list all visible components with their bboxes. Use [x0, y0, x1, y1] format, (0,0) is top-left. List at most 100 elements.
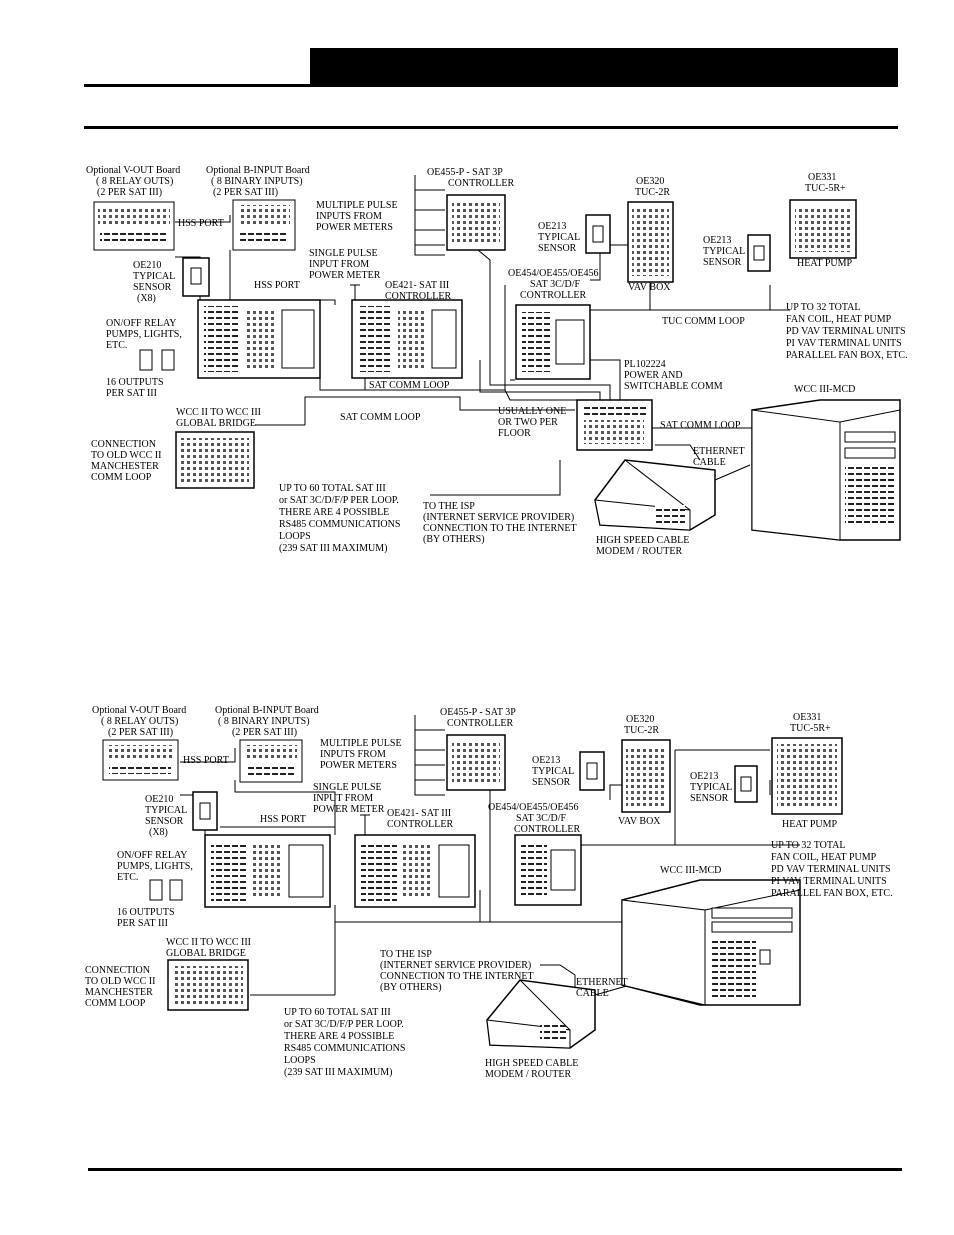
label-line: (2 PER SAT III) — [108, 727, 173, 738]
hss-port-label: HSS PORT — [254, 280, 300, 291]
label-line: FLOOR — [498, 428, 531, 439]
label-line: ETC. — [117, 872, 138, 883]
oe210-sensor-image — [192, 791, 218, 831]
relay-image — [149, 879, 183, 901]
label-line: CABLE — [576, 988, 609, 999]
label-line: (239 SAT III MAXIMUM) — [279, 543, 387, 554]
label-line: POWER METER — [309, 270, 381, 281]
wcc-mcd-label: WCC III-MCD — [660, 865, 721, 876]
label-line: SAT 3C/D/F — [516, 813, 567, 824]
wcc-mcd-computer-image — [621, 879, 801, 1006]
label-line: SENSOR — [145, 816, 184, 827]
sat-iii-panel-image — [204, 834, 331, 908]
diagram-labels: Optional V-OUT Board( 8 RELAY OUTS)(2 PE… — [86, 165, 908, 557]
label-line: TYPICAL — [133, 271, 175, 282]
section-rule — [84, 126, 898, 129]
modem-router-image — [594, 459, 716, 531]
label-line: INPUT FROM — [309, 259, 369, 270]
label-line: OE213 — [690, 771, 718, 782]
vav-box-label: VAV BOX — [628, 282, 671, 293]
sat-comm-loop-label: SAT COMM LOOP — [340, 412, 421, 423]
label-line: ETC. — [106, 340, 127, 351]
label-line: (2 PER SAT III) — [232, 727, 297, 738]
label-line: (INTERNET SERVICE PROVIDER) — [380, 960, 531, 971]
label-line: OE421- SAT III — [387, 808, 451, 819]
oe213-sensor-image — [747, 234, 771, 272]
label-line: COMM LOOP — [91, 472, 152, 483]
oe455p-controller-image — [446, 194, 506, 251]
oe454-controller-image — [515, 304, 591, 380]
label-line: PD VAV TERMINAL UNITS — [786, 326, 906, 337]
label-line: POWER METERS — [320, 760, 397, 771]
label-line: MANCHESTER — [85, 987, 153, 998]
label-line: SENSOR — [538, 243, 577, 254]
label-line: SAT 3C/D/F — [530, 279, 581, 290]
sat-iii-panel-image — [197, 299, 321, 379]
b-input-board-image — [232, 199, 296, 251]
label-line: or SAT 3C/D/F/P PER LOOP. — [284, 1019, 404, 1030]
label-line: THERE ARE 4 POSSIBLE — [279, 507, 389, 518]
label-line: MANCHESTER — [91, 461, 159, 472]
label-line: TYPICAL — [538, 232, 580, 243]
label-line: TYPICAL — [703, 246, 745, 257]
label-line: or SAT 3C/D/F/P PER LOOP. — [279, 495, 399, 506]
svg-text:TO THE ISP(INTERNET SERVICE PR: TO THE ISP(INTERNET SERVICE PROVIDER)CON… — [423, 501, 577, 545]
label-line: PARALLEL FAN BOX, ETC. — [786, 350, 908, 361]
label-line: TUC-2R — [635, 187, 670, 198]
label-line: UP TO 32 TOTAL — [771, 840, 846, 851]
label-line: CONTROLLER — [520, 290, 586, 301]
label-line: WCC II TO WCC III — [166, 937, 251, 948]
label-line: ( 8 BINARY INPUTS) — [218, 716, 310, 727]
label-line: OE320 — [636, 176, 664, 187]
label-line: SWITCHABLE COMM — [624, 381, 723, 392]
label-line: OR TWO PER — [498, 417, 558, 428]
global-bridge-image — [175, 431, 255, 489]
label-line: LOOPS — [284, 1055, 316, 1066]
label-line: PI VAV TERMINAL UNITS — [771, 876, 887, 887]
label-line: MULTIPLE PULSE — [320, 738, 402, 749]
label-line: OE210 — [133, 260, 161, 271]
label-line: POWER METERS — [316, 222, 393, 233]
pl102224-board-image — [576, 399, 653, 451]
relay-image — [139, 349, 175, 371]
label-line: POWER METER — [313, 804, 385, 815]
label-line: (X8) — [137, 293, 156, 304]
label-line: (2 PER SAT III) — [213, 187, 278, 198]
label-line: PER SAT III — [106, 388, 157, 399]
label-line: CONTROLLER — [514, 824, 580, 835]
label-line: ETHERNET — [693, 446, 745, 457]
modem-router-image — [486, 979, 596, 1049]
v-out-board-image — [102, 739, 179, 781]
label-line: ON/OFF RELAY — [106, 318, 176, 329]
label-line: SENSOR — [133, 282, 172, 293]
b-input-board-image — [239, 739, 303, 783]
label-line: PI VAV TERMINAL UNITS — [786, 338, 902, 349]
label-line: OE331 — [793, 712, 821, 723]
label-line: PARALLEL FAN BOX, ETC. — [771, 888, 893, 899]
label-line: MULTIPLE PULSE — [316, 200, 398, 211]
oe320-tuc-image — [621, 739, 671, 813]
label-line: OE455-P - SAT 3P — [440, 707, 516, 718]
label-line: INPUTS FROM — [316, 211, 382, 222]
label-line: TO THE ISP — [380, 949, 432, 960]
heat-pump-label: HEAT PUMP — [782, 819, 838, 830]
